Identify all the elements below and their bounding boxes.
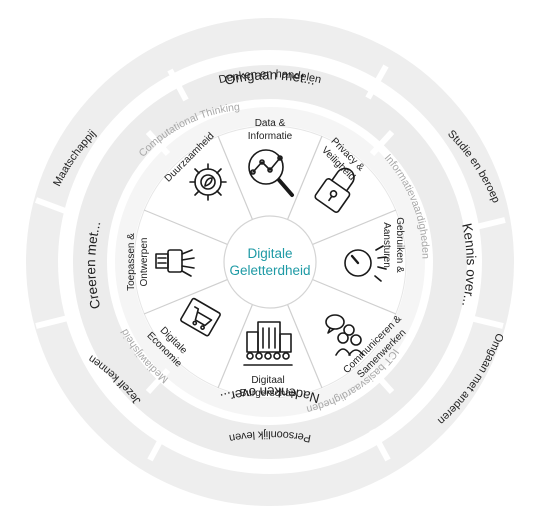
middle-label-creeren-met: Creeren met... [83, 219, 103, 310]
center-circle [223, 215, 317, 309]
magnifier-graph-icon [248, 149, 294, 197]
segment-label-line1: Toepassen & [126, 233, 137, 291]
segment-label-line2: Ontwerpen [139, 238, 150, 287]
robot-hand-icon [155, 249, 195, 277]
outer-ring [26, 18, 514, 506]
segment-label-line2: Informatie [248, 131, 293, 142]
people-chat-icon [325, 314, 364, 356]
middle-label-kennis-over: Kennis over... [459, 222, 479, 308]
segment-digitaal-burgerschap: Digitaal Burgerschap [240, 321, 297, 399]
segment-gebruiken-aansturen: Gebruiken & Aansturen [344, 217, 405, 282]
middle-label-omgaan-met: Omgaan met... [223, 67, 317, 88]
outer-label-denken-handelen: Denken en handelen [218, 68, 323, 86]
center-title-line1: Digitale [247, 246, 292, 261]
dial-icon [344, 245, 387, 282]
outer-label-persoonlijk-leven: Persoonlijk leven [228, 428, 312, 444]
segment-label-line1: Data & [255, 118, 286, 129]
segment-toepassen-ontwerpen: Toepassen & Ontwerpen [126, 233, 195, 291]
buildings-crowd-icon [243, 321, 293, 366]
segment-label-line2: Aansturen [381, 222, 392, 268]
center-title-line2: Geletterdheid [229, 263, 310, 278]
padlock-icon [314, 167, 355, 213]
inner-ring [115, 107, 425, 417]
middle-ring-gaps [145, 129, 395, 395]
segment-label-line1: Digitaal [251, 375, 284, 386]
middle-ring [73, 65, 467, 459]
outer-ring-gaps [34, 64, 506, 462]
segment-label-line1: Gebruiken & [394, 217, 405, 273]
shopping-cart-screen-icon [180, 297, 221, 337]
segment-data-informatie: Data & Informatie [248, 118, 294, 197]
gear-leaf-icon [189, 163, 227, 201]
segment-label-line2: Burgerschap [240, 388, 297, 399]
middle-label-nadenken-over: Nadenken over... [219, 384, 321, 406]
